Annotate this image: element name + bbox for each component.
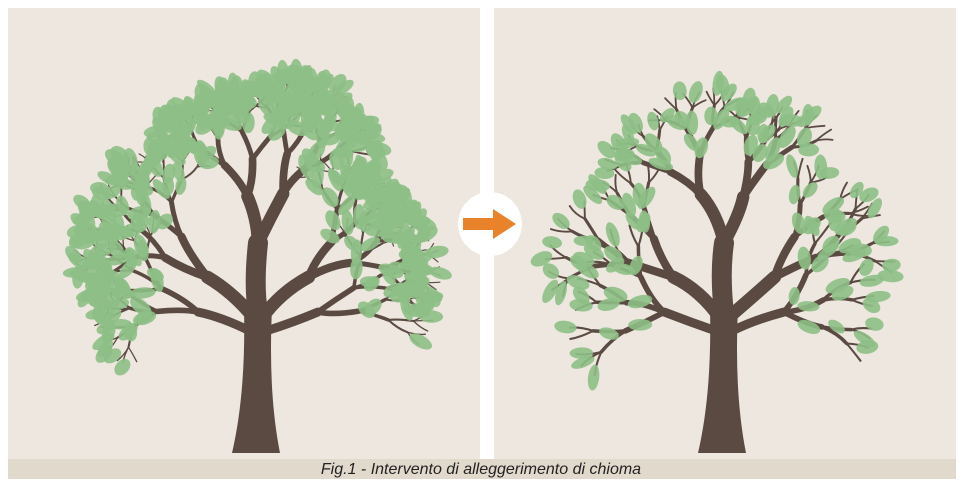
tree-branch [253,137,270,159]
tree-branch [816,139,833,141]
tree-leaf [598,325,621,342]
tree-branch [258,194,283,243]
tree-branch [256,243,258,313]
tree-branch [242,132,252,159]
tree-branch [806,126,825,128]
tree-leaf [864,316,885,333]
tree-branch [225,165,248,196]
tree-branch [798,159,803,179]
tree-branch [570,331,593,339]
tree-branch [615,175,617,193]
right-arrow-icon [458,192,522,256]
tree-branch [198,312,250,331]
tree-branch [664,312,716,331]
tree-branch [388,320,407,332]
tree-branch [698,155,701,195]
tree-leaf [586,364,600,391]
tree-branch [129,347,137,362]
tree-leaf [628,319,652,331]
tree-branch [158,310,199,312]
tree-branch [262,277,309,318]
tree-branch [648,165,649,182]
tree-branch [807,166,810,182]
tree-branch [649,169,659,183]
tree-leaf [339,144,353,169]
figure-caption: Fig.1 - Intervento di alleggerimento di … [0,459,962,481]
tree-branch [247,159,252,196]
tree-branch [266,312,318,331]
tree-leaf [553,319,577,334]
tree-branch [701,195,724,243]
tree-branch [413,321,427,331]
tree-leaf [541,235,563,250]
tree-branch [728,277,775,318]
tree-branch [775,120,776,139]
tree-branch [318,288,354,312]
tree-branch [722,243,724,313]
tree-leaf [855,339,879,356]
tree-leaf [645,111,660,132]
thinned-tree-icon [494,8,956,459]
dense-tree-icon [8,8,480,459]
tree-branch [293,177,307,178]
tree-branch [318,311,358,313]
tree-branch [724,197,743,243]
